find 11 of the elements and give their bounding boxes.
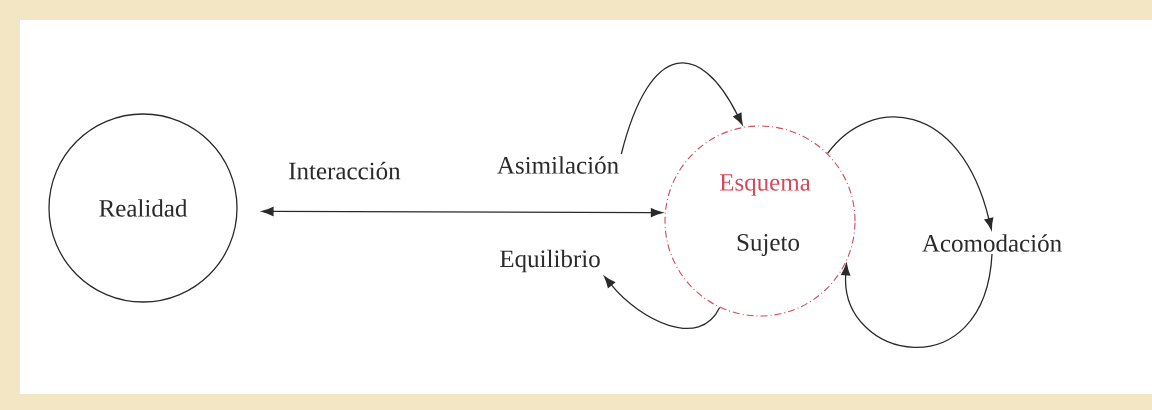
- arrow: [826, 116, 994, 230]
- text-label: Equilibrio: [500, 249, 600, 273]
- arrow: [620, 62, 743, 155]
- subject-label: Sujeto: [737, 234, 799, 256]
- arrow: [261, 206, 663, 218]
- text-label: Acomodación: [922, 234, 1062, 252]
- schema-label: Esquema: [719, 174, 811, 196]
- edge-label: Interacción: [286, 159, 403, 182]
- arrow: [604, 276, 721, 329]
- arrow: [841, 253, 993, 348]
- text-label: Asimilación: [497, 156, 619, 174]
